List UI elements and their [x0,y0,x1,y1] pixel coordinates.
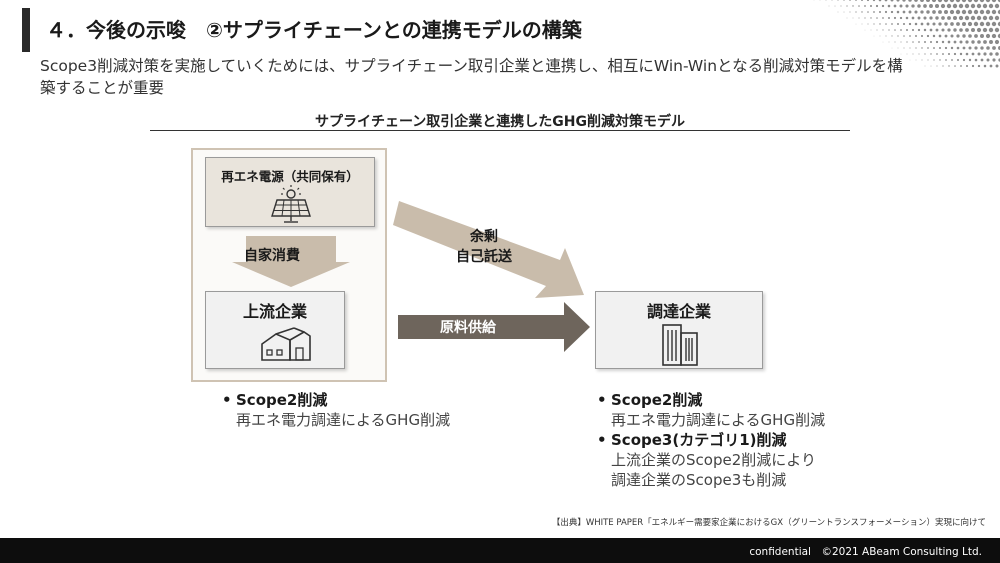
self-consumption-label: 自家消費 [244,248,300,264]
raw-material-label: 原料供給 [440,320,496,336]
renewable-power-box: 再エネ電源（共同保有） [205,157,375,227]
title-accent-bar [22,8,30,52]
halftone-decoration [813,0,1000,68]
factory-icon [261,327,311,361]
surplus-label-line2: 自己託送 [456,249,512,265]
renewable-power-label: 再エネ電源（共同保有） [221,169,359,184]
list-item-detail: 上流企業のScope2削減により [611,451,816,469]
footer-copyright: confidential ©2021 ABeam Consulting Ltd. [749,546,982,558]
list-item-detail: 再エネ電力調達によるGHG削減 [236,411,451,429]
surplus-label-line1: 余剰 [470,229,498,245]
upstream-company-label: 上流企業 [242,302,307,321]
source-citation: 【出典】WHITE PAPER「エネルギー需要家企業におけるGX（グリーントラン… [551,518,986,528]
solar-panel-icon [271,185,311,223]
list-item-heading: Scope3(カテゴリ1)削減 [597,430,897,450]
diagram-title-rule [150,130,850,131]
procurement-company-label: 調達企業 [646,302,711,321]
office-building-icon [662,324,698,366]
list-item-heading: Scope2削減 [222,390,502,410]
list-item-heading: Scope2削減 [597,390,897,410]
footer-bar: confidential ©2021 ABeam Consulting Ltd. [0,538,1000,563]
surplus-transfer-label: 余剰 自己託送 [444,227,524,267]
procurement-benefits-list: Scope2削減 再エネ電力調達によるGHG削減 Scope3(カテゴリ1)削減… [597,390,897,490]
procurement-company-box: 調達企業 [595,291,763,369]
upstream-benefits-list: Scope2削減 再エネ電力調達によるGHG削減 [222,390,502,430]
list-item-detail: 再エネ電力調達によるGHG削減 [611,411,826,429]
upstream-company-box: 上流企業 [205,291,345,369]
page-title: ４．今後の示唆 ②サプライチェーンとの連携モデルの構築 [46,18,582,42]
lead-text: Scope3削減対策を実施していくためには、サプライチェーン取引企業と連携し、相… [40,57,903,97]
list-item-detail: 調達企業のScope3も削減 [611,471,787,489]
diagram-title: サプライチェーン取引企業と連携したGHG削減対策モデル [315,114,685,130]
